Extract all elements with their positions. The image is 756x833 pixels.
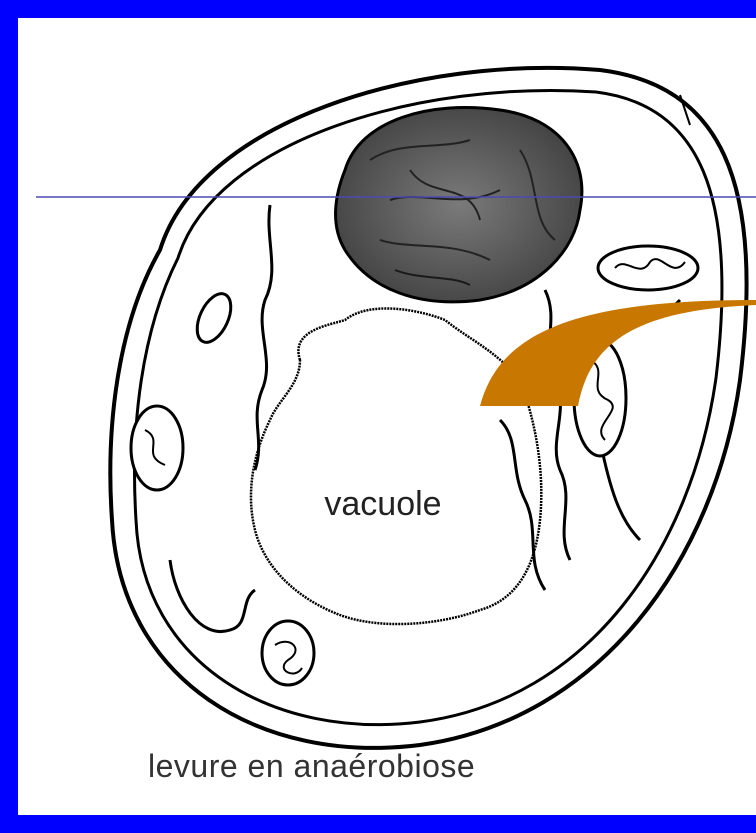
mitochondrion-bottom: [262, 621, 314, 685]
vacuole: vacuole: [251, 308, 541, 624]
vacuole-label: vacuole: [324, 485, 441, 523]
nucleus: [336, 108, 582, 302]
diagram-panel: vacuole: [18, 18, 756, 815]
mitochondrion-left: [131, 406, 183, 490]
small-vesicle: [190, 289, 237, 348]
diagram-caption: levure en anaérobiose: [148, 748, 475, 785]
mitochondrion-top-right: [598, 246, 698, 290]
yeast-cell-diagram: vacuole: [18, 18, 756, 815]
